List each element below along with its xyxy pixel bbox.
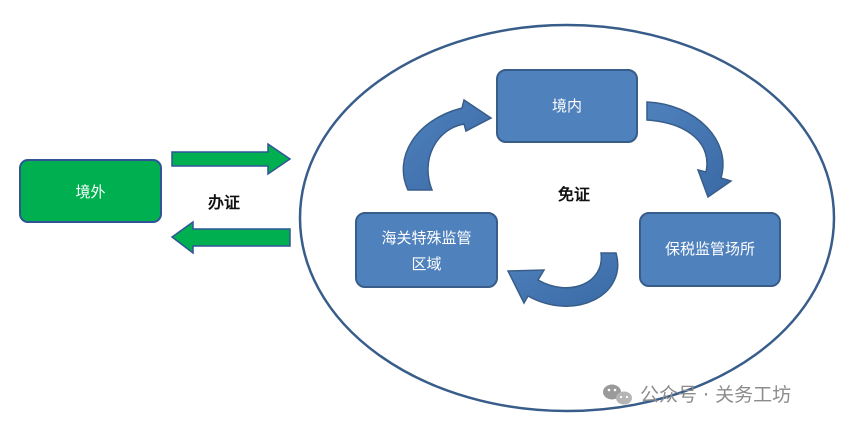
node-special-zone-box — [355, 212, 498, 288]
wechat-icon — [603, 384, 632, 405]
curved-arrow-zone-to-domestic — [402, 98, 493, 191]
node-bonded-place-label: 保税监管场所 — [665, 240, 755, 258]
curved-arrow-bonded-to-zone — [506, 252, 619, 307]
arrow-left-green — [170, 220, 291, 255]
node-domestic-box — [496, 69, 638, 143]
node-bonded-place-box — [639, 212, 781, 287]
watermark: 公众号 · 关务工坊 — [603, 384, 791, 406]
curved-arrow-domestic-to-bonded — [646, 101, 733, 199]
node-outside-label: 境外 — [75, 183, 105, 201]
node-outside-box — [19, 159, 162, 223]
arrow-right-green — [171, 142, 292, 176]
label-permit-required: 办证 — [208, 193, 240, 212]
node-special-zone-label-line2: 区域 — [411, 255, 441, 273]
node-domestic-label: 境内 — [552, 97, 582, 115]
watermark-text: 公众号 · 关务工坊 — [640, 384, 791, 406]
label-permit-free: 免证 — [558, 185, 590, 204]
node-special-zone-label-line1: 海关特殊监管 — [381, 229, 471, 247]
